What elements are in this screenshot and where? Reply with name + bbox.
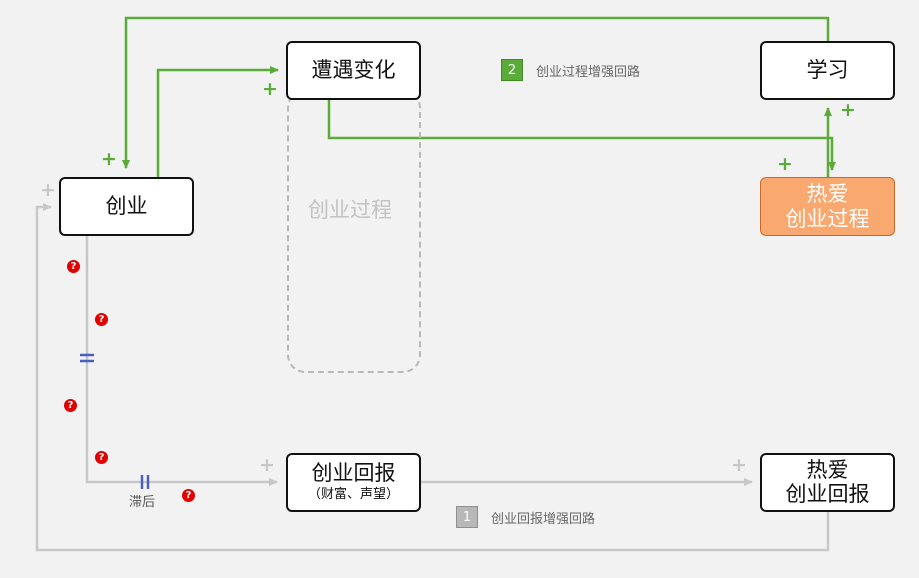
node-love-reward-line2: 创业回报 bbox=[785, 481, 870, 506]
loop-name: 创业过程增强回路 bbox=[536, 64, 641, 80]
node-love-reward[interactable]: 热爱 创业回报 bbox=[760, 453, 895, 512]
loop-number-badge: 2 bbox=[501, 59, 523, 81]
polarity-plus-reward-in: + bbox=[259, 454, 275, 476]
polarity-plus-love-reward-in: + bbox=[731, 454, 747, 476]
polarity-plus-learning-in: + bbox=[840, 99, 856, 121]
process-container-label: 创业过程 bbox=[308, 198, 392, 222]
node-love-process[interactable]: 热爱 创业过程 bbox=[760, 177, 895, 236]
link-change-to-love-process bbox=[327, 100, 836, 171]
process-container bbox=[287, 90, 421, 373]
question-mark-icon: ? bbox=[64, 399, 77, 412]
loop-label-reward: 1 创业回报增强回路 bbox=[456, 506, 595, 528]
link-love-reward-to-entrepreneurship bbox=[35, 203, 830, 552]
loop-label-process: 2 创业过程增强回路 bbox=[501, 59, 640, 81]
loop-number-badge: 1 bbox=[456, 506, 478, 528]
polarity-plus-love-process-in: + bbox=[777, 153, 793, 175]
link-entrepreneurship-to-change bbox=[156, 66, 279, 178]
delay-mark-vertical bbox=[80, 353, 94, 363]
link-entrepreneurship-to-reward bbox=[85, 236, 278, 486]
node-encounter-change-label: 遭遇变化 bbox=[311, 57, 396, 82]
polarity-plus-entrepreneurship-in: + bbox=[101, 148, 117, 170]
loop-name: 创业回报增强回路 bbox=[491, 511, 596, 527]
delay-label: 滞后 bbox=[129, 495, 156, 510]
delay-mark-horizontal bbox=[140, 475, 150, 489]
node-reward[interactable]: 创业回报 （财富、声望） bbox=[286, 453, 421, 512]
question-mark-icon: ? bbox=[95, 451, 108, 464]
node-love-process-line2: 创业过程 bbox=[785, 206, 870, 231]
node-entrepreneurship[interactable]: 创业 bbox=[59, 177, 194, 236]
node-love-reward-line1: 热爱 bbox=[806, 458, 849, 483]
node-encounter-change[interactable]: 遭遇变化 bbox=[286, 41, 421, 100]
node-reward-sublabel: （财富、声望） bbox=[307, 487, 399, 503]
polarity-plus-entrepreneurship-reward-loop: + bbox=[40, 179, 56, 201]
polarity-plus-change-in: + bbox=[262, 78, 278, 100]
link-learning-to-entrepreneurship bbox=[122, 16, 830, 169]
node-reward-label: 创业回报 bbox=[311, 461, 396, 486]
node-entrepreneurship-label: 创业 bbox=[105, 193, 148, 218]
question-mark-icon: ? bbox=[95, 313, 108, 326]
node-learning-label: 学习 bbox=[806, 57, 849, 82]
question-mark-icon: ? bbox=[182, 489, 195, 502]
question-mark-icon: ? bbox=[67, 260, 80, 273]
node-love-process-line1: 热爱 bbox=[806, 182, 849, 207]
node-learning[interactable]: 学习 bbox=[760, 41, 895, 100]
